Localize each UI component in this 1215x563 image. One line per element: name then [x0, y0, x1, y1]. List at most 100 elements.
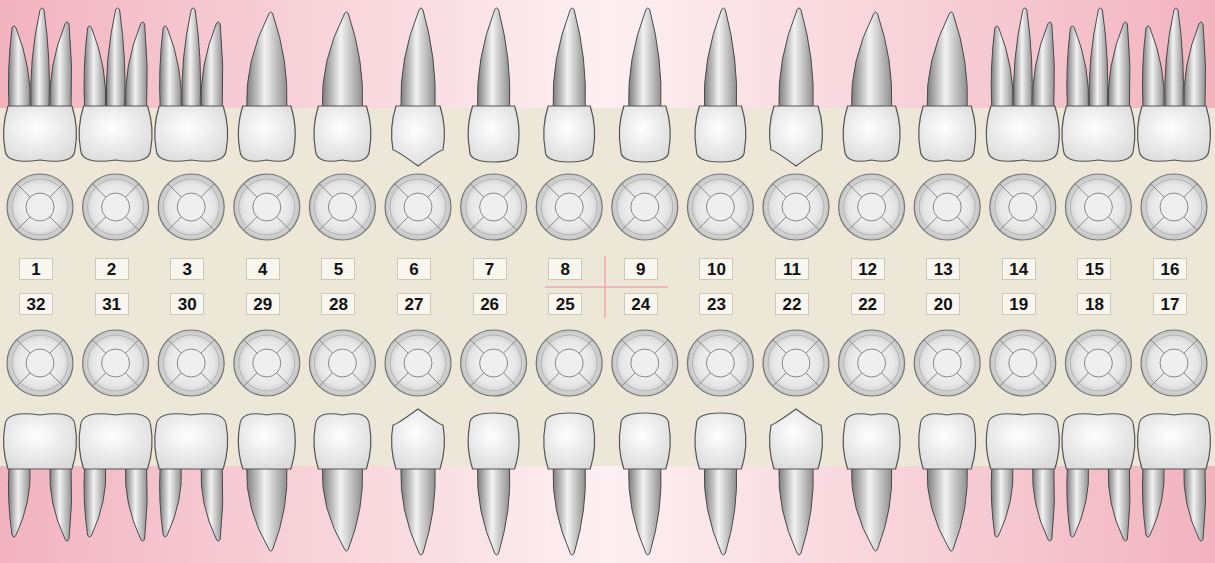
tooth-root [247, 12, 287, 108]
tooth-crown [986, 414, 1059, 469]
tooth-root [1142, 26, 1164, 108]
tooth-crown [544, 106, 595, 162]
tooth-root [201, 22, 223, 108]
tooth-number: 28 [329, 296, 348, 313]
tooth-number-box: 24 [624, 293, 658, 315]
tooth-root [1089, 8, 1108, 108]
tooth-number: 30 [178, 296, 197, 313]
tooth-root [477, 467, 509, 555]
tooth [1138, 8, 1211, 161]
tooth-root [1108, 467, 1130, 541]
tooth-number-box: 16 [1153, 258, 1187, 280]
tooth-root [106, 8, 125, 108]
tooth-number: 27 [405, 296, 424, 313]
tooth-number: 32 [27, 296, 46, 313]
tooth [986, 414, 1059, 541]
tooth [770, 8, 823, 166]
occlusal-surface [990, 174, 1056, 240]
tooth-number-box: 12 [851, 258, 885, 280]
tooth-root [247, 467, 287, 551]
tooth-crown [843, 414, 900, 469]
tooth [919, 414, 976, 551]
occlusal-surface [763, 174, 829, 240]
occlusal-surface [612, 174, 678, 240]
tooth-number-box: 26 [473, 293, 507, 315]
tooth [4, 414, 77, 541]
tooth-root [322, 12, 362, 108]
tooth [544, 413, 595, 555]
tooth-number-box: 29 [246, 293, 280, 315]
tooth-number: 6 [409, 261, 418, 278]
tooth-number: 5 [334, 261, 343, 278]
tooth [314, 414, 371, 551]
tooth-number: 26 [480, 296, 499, 313]
tooth-number-box: 14 [1002, 258, 1036, 280]
tooth-number-box: 6 [397, 258, 431, 280]
tooth-number: 10 [707, 261, 726, 278]
occlusal-surface [385, 330, 451, 396]
tooth [619, 8, 670, 162]
tooth-number-box: 22 [851, 293, 885, 315]
tooth-root [1142, 467, 1164, 537]
occlusal-surface [763, 330, 829, 396]
tooth-root [1013, 8, 1032, 108]
tooth-crown [986, 106, 1059, 161]
tooth-root [160, 467, 182, 537]
tooth-root [201, 467, 223, 541]
tooth [1062, 8, 1135, 161]
upper-gum [0, 0, 1215, 108]
occlusal-surface [234, 174, 300, 240]
tooth-number-box: 15 [1077, 258, 1111, 280]
tooth [770, 409, 823, 555]
occlusal-surface [839, 174, 905, 240]
tooth [695, 413, 746, 555]
tooth-root [1067, 467, 1089, 537]
tooth-number: 13 [934, 261, 953, 278]
tooth-root [322, 467, 362, 551]
tooth-root [1108, 22, 1130, 108]
tooth-number: 2 [107, 261, 116, 278]
occlusal-surface [536, 174, 602, 240]
tooth-number-box: 30 [170, 293, 204, 315]
tooth-number-box: 7 [473, 258, 507, 280]
midline-cross [545, 256, 668, 318]
tooth-root [553, 467, 585, 555]
tooth-root [927, 467, 967, 551]
lower-gum [0, 466, 1215, 563]
tooth-crown [4, 106, 77, 161]
tooth-crown [155, 106, 228, 161]
tooth-crown [770, 409, 823, 469]
tooth-root [477, 8, 509, 108]
tooth-number-box: 1 [19, 258, 53, 280]
tooth-number-box: 19 [1002, 293, 1036, 315]
tooth-number-box: 28 [321, 293, 355, 315]
tooth [1138, 414, 1211, 541]
tooth-number-box: 5 [321, 258, 355, 280]
tooth-crown [392, 106, 445, 166]
tooth [468, 8, 519, 162]
occlusal-surface [83, 330, 149, 396]
tooth-crown [619, 106, 670, 162]
tooth-number-box: 13 [926, 258, 960, 280]
tooth-number: 24 [631, 296, 650, 313]
tooth-root [84, 467, 106, 537]
tooth-crown [1138, 106, 1211, 161]
tooth-number: 8 [560, 261, 569, 278]
tooth-root [50, 22, 72, 108]
tooth [843, 12, 900, 161]
tooth [392, 409, 445, 555]
occlusal-surface [461, 330, 527, 396]
tooth-crown [544, 413, 595, 469]
tooth-root [1184, 467, 1206, 541]
tooth-root [1184, 22, 1206, 108]
occlusal-surface [914, 174, 980, 240]
occlusal-surface [234, 330, 300, 396]
tooth [238, 12, 295, 161]
tooth-root [125, 467, 147, 541]
tooth-crown [79, 106, 152, 161]
occlusal-surface [990, 330, 1056, 396]
tooth-number-box: 2 [95, 258, 129, 280]
tooth-number-box: 11 [775, 258, 809, 280]
tooth-crown [919, 106, 976, 161]
tooth [314, 12, 371, 161]
